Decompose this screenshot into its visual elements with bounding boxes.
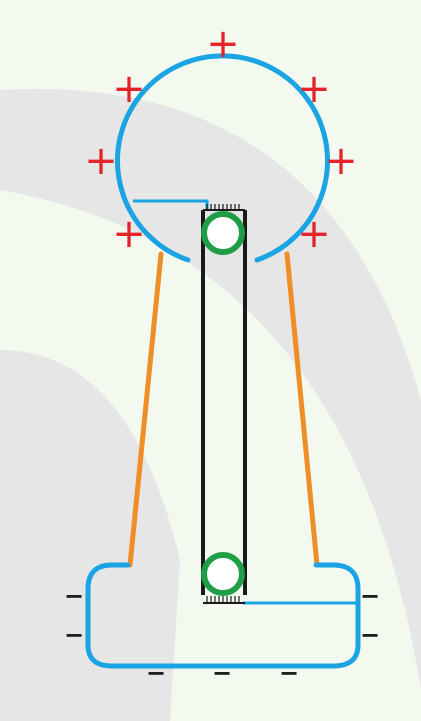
positive-charge: + <box>84 138 118 184</box>
negative-charge: − <box>64 621 84 649</box>
upper-pulley-icon <box>204 214 242 252</box>
negative-charge: − <box>360 582 380 610</box>
positive-charge: + <box>297 66 331 112</box>
negative-charge: − <box>212 659 232 687</box>
positive-charge: + <box>206 21 240 67</box>
negative-charge: − <box>360 621 380 649</box>
negative-charge: − <box>64 582 84 610</box>
positive-charge: + <box>324 138 358 184</box>
positive-charge: + <box>297 211 331 257</box>
positive-charge: + <box>112 211 146 257</box>
lower-pulley-icon <box>204 555 242 593</box>
positive-charge: + <box>112 66 146 112</box>
negative-charge: − <box>146 659 166 687</box>
negative-charge: − <box>279 659 299 687</box>
